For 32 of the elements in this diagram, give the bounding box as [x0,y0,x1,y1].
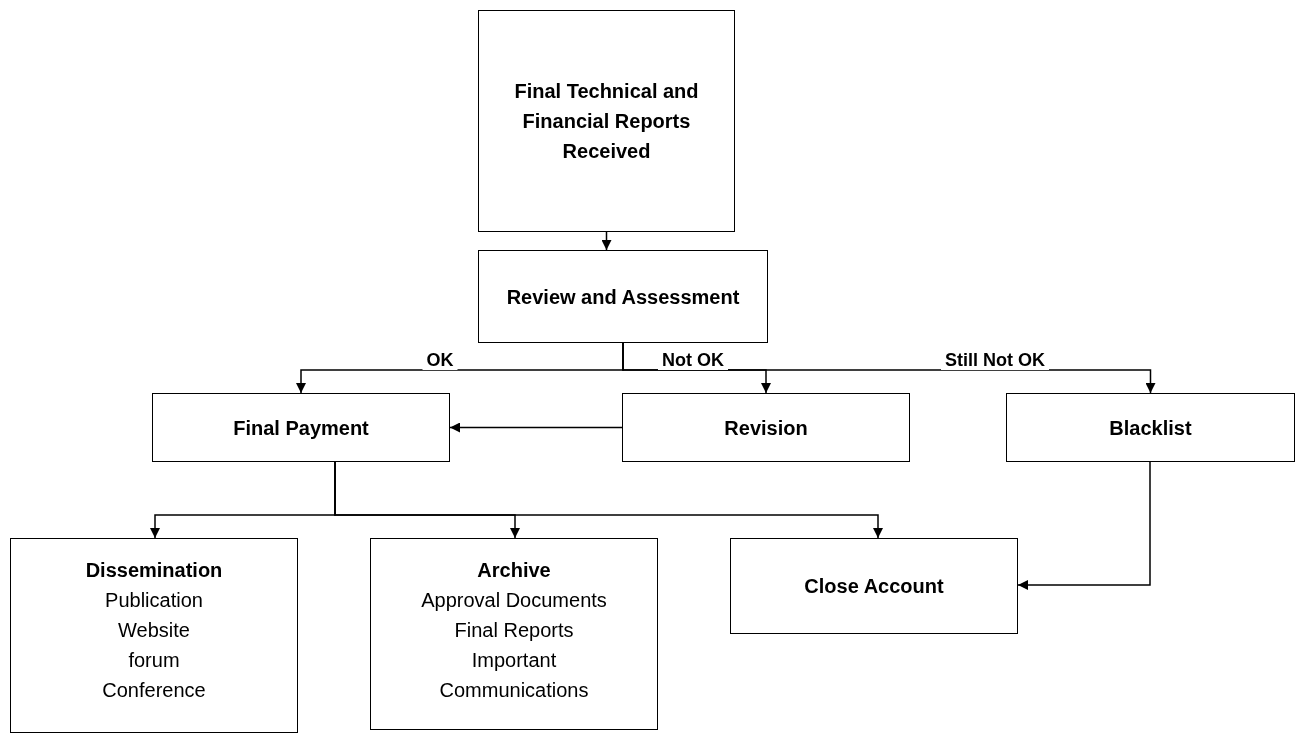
edge-label: Still Not OK [941,350,1049,370]
box-title: Blacklist [1109,415,1192,441]
arrow [449,422,623,433]
box-title: Archive [477,558,551,583]
edge-label: OK [422,350,458,370]
process-box [622,393,910,462]
list-item: Publication [105,588,203,613]
list-item: Conference [102,678,206,703]
process-box [730,538,1018,634]
list-item: Website [118,618,190,643]
box-title: Dissemination [85,558,223,583]
arrow [334,461,883,539]
process-box [1006,393,1295,462]
process-box [478,10,735,232]
list-item: Important [471,648,557,673]
process-box [478,250,768,343]
box-title: Final Payment [233,415,369,441]
list-item: Final Reports [454,618,574,643]
list-item: Communications [439,678,589,703]
process-box [370,538,658,730]
box-title: Revision [724,415,808,441]
arrow [1017,461,1151,590]
arrow [601,231,612,251]
process-box [152,393,450,462]
box-title: Close Account [804,574,944,599]
arrow [622,342,1156,394]
list-item: forum [128,648,180,673]
box-title: Final Technical and Financial Reports Received [513,79,700,164]
box-title: Review and Assessment [506,284,740,310]
edge-label: Not OK [658,350,728,370]
process-box [10,538,298,733]
list-item: Approval Documents [421,588,607,613]
